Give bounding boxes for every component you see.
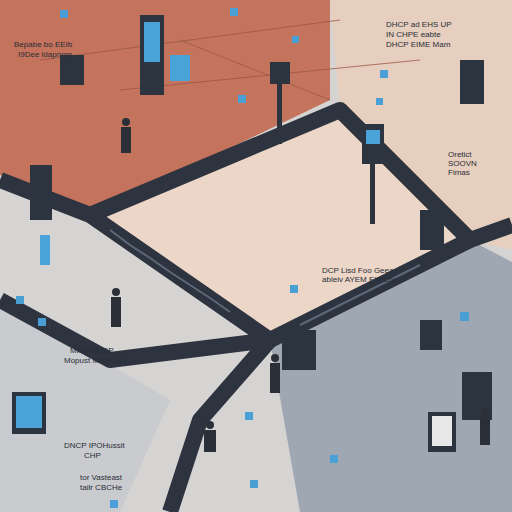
track-marks: [110, 230, 420, 325]
text-label: Bepabe bo EEIb: [14, 40, 72, 49]
text-label: ableiv AYEM EIMEhe: [322, 275, 397, 284]
text-label: Mopust Matmoon: [64, 356, 126, 365]
text-label: IN CHPE eabte: [386, 30, 441, 39]
text-label: tor Vasteast: [80, 473, 122, 482]
text-label: CHP: [84, 451, 101, 460]
data-cube: [16, 8, 469, 508]
wire: [40, 20, 420, 100]
text-label: Oretict: [448, 150, 472, 159]
text-label: DNCP IPOHussit: [64, 441, 125, 450]
conveyor-track: [0, 110, 512, 512]
monitor: [12, 55, 456, 452]
text-label: Midter INDP: [70, 346, 114, 355]
text-label: DCP Lisd Foo Geea: [322, 266, 393, 275]
person: [111, 118, 490, 452]
text-label: SOOVN: [448, 159, 477, 168]
text-label: DHCP EIME Mam: [386, 40, 450, 49]
server-rack: [30, 15, 492, 420]
text-label: tailr CBCHe: [80, 483, 122, 492]
grey-floor: [0, 300, 170, 512]
text-label: I9Dee ldapnnm: [18, 50, 72, 59]
text-label: Fimas: [448, 168, 470, 177]
text-label: DHCP ad EHS UP: [386, 20, 452, 29]
platform: [90, 110, 470, 340]
